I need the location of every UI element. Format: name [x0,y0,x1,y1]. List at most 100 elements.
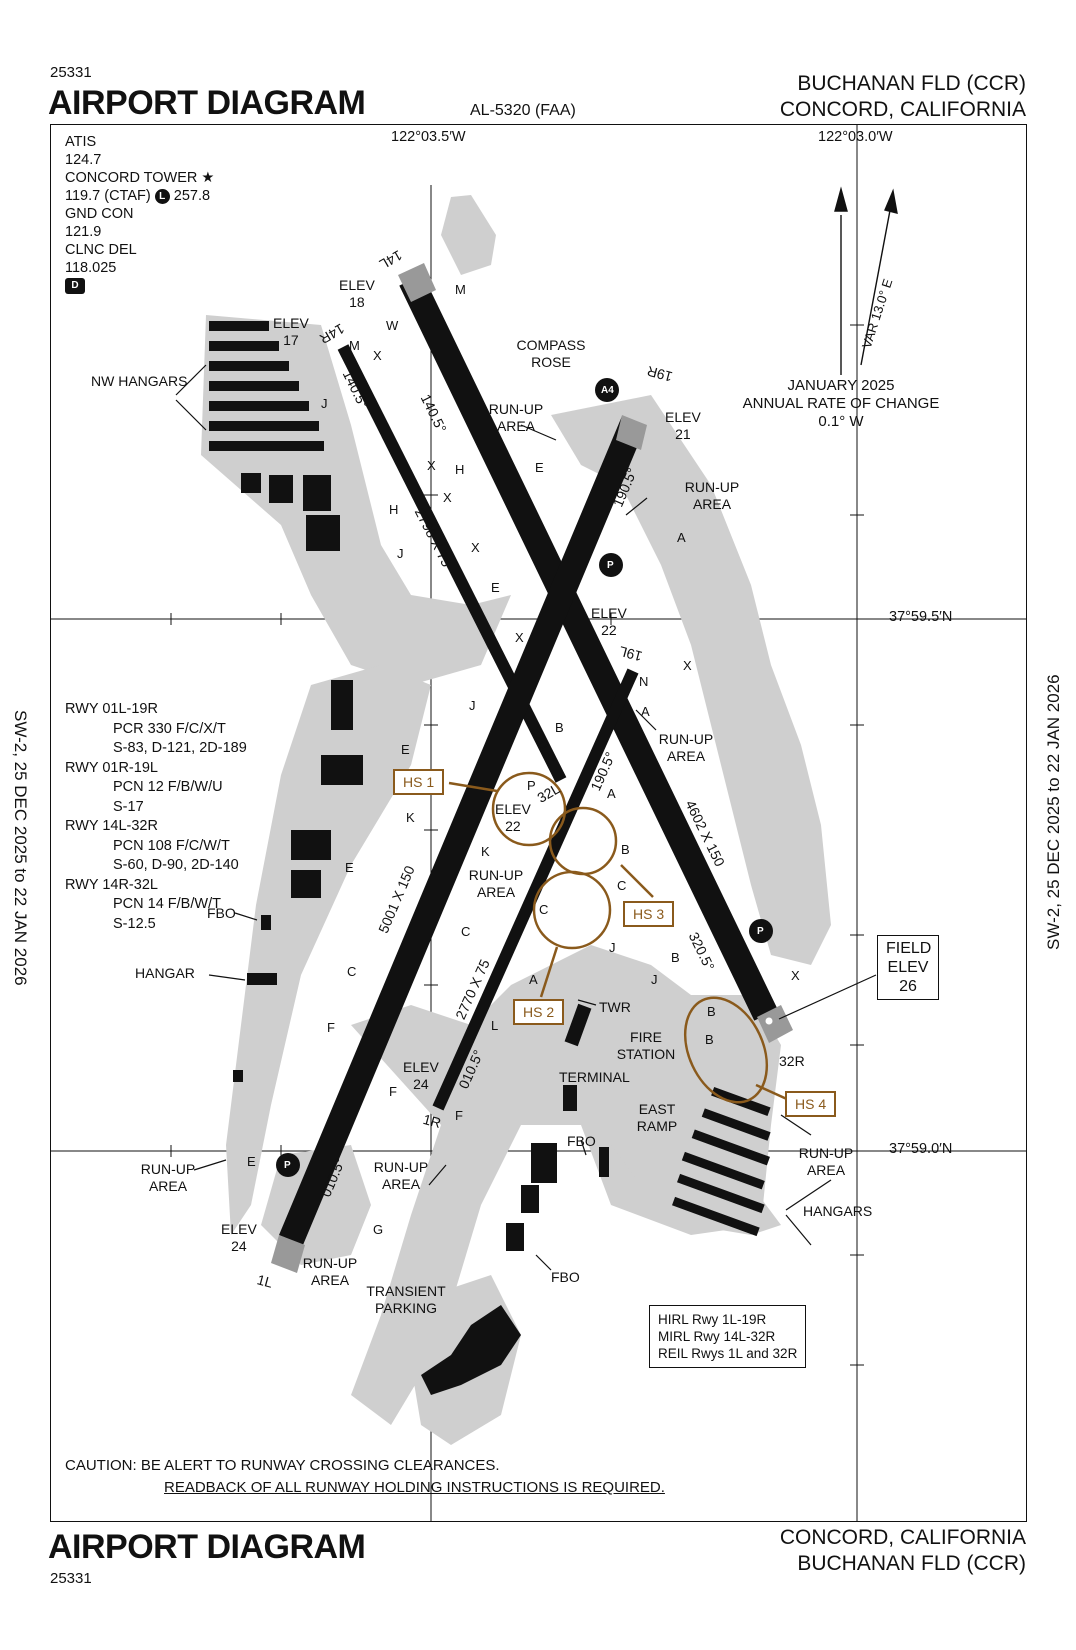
transient-parking-label: TRANSIENT PARKING [366,1283,446,1316]
threshold-14L [398,263,436,302]
a4-badge-label: A4 [601,385,614,396]
lighting-line-mirl: MIRL Rwy 14L-32R [658,1329,776,1344]
north-arrows [834,186,898,375]
hot-spot-4-label: HS 4 [785,1091,837,1117]
nw-block-4 [306,515,340,551]
fbo-west-leader [234,912,258,921]
nw-block-3 [303,475,331,511]
taxiway-E-4: E [345,860,354,875]
atis-frequency: 124.7 [65,152,102,168]
nw-hangar-3 [209,361,289,371]
hot-spot-circles [448,771,790,1104]
taxiway-C-3: C [461,924,471,939]
small-building [233,1070,243,1082]
runup-se-leader [780,1114,812,1136]
footer-title: AIRPORT DIAGRAM [48,1528,366,1566]
remark-rwy-01l-19r: RWY 01L-19R [65,701,158,717]
taxiway-H: H [455,462,465,477]
tower-label-map: TWR [599,999,631,1015]
caution-line-2: READBACK OF ALL RUNWAY HOLDING INSTRUCTI… [164,1479,665,1496]
threshold-19R [616,415,647,450]
nw-hangar-1 [209,321,269,331]
taxiway-K-2: K [481,844,490,859]
hot-spot-2-circle [532,870,612,950]
longitude-label-1: 122°03.5′W [391,129,466,145]
remark-line: S-17 [113,798,144,815]
remark-line: S-12.5 [113,915,156,932]
taxiway-J-3: J [469,698,476,713]
runup-s-leader [428,1164,447,1186]
field-elev-leader [778,974,877,1020]
tower-frequency: 119.7 (CTAF) [65,188,151,204]
a4-badge [595,378,619,402]
annual-rate-value: 0.1° W [818,413,864,430]
p-badge-label-east: P [757,926,764,937]
runup-area-se: RUN-UP AREA [798,1145,854,1178]
remark-rwy-14r-32l: RWY 14R-32L [65,876,158,893]
runup-area-sw: RUN-UP AREA [140,1161,196,1194]
nw-block-2 [269,475,293,503]
taxiway-F-2: F [389,1084,397,1099]
terminal-label: TERMINAL [559,1069,630,1085]
hs2-leader [539,946,559,998]
ground-label: GND CON [65,206,134,222]
ground-frequency: 121.9 [65,224,102,240]
magnetic-north-line [860,204,892,366]
runway-end-32R: 32R [779,1053,805,1069]
taxiway-A-2: A [641,704,650,719]
runup-area-north: RUN-UP AREA [488,401,544,434]
remark-line: PCR 330 F/C/X/T [113,720,226,737]
taxiway-J: J [321,396,328,411]
hot-spot-4-circle [683,996,769,1104]
lighting-badge-icon: L [154,188,170,204]
runways [271,263,793,1273]
taxiway-X-5: X [515,630,524,645]
latitude-label-1: 37°59.5′N [889,609,953,625]
taxiway-J-4: J [609,940,616,955]
west-building-4 [291,870,321,898]
taxiway-B-5: B [705,1032,714,1047]
runup-ne-leader [625,497,648,516]
magnetic-date: JANUARY 2025 [787,377,895,394]
taxiway-X-7: X [791,968,800,983]
taxiway-A-4: A [529,972,538,987]
airport-name: BUCHANAN FLD (CCR) [797,72,1026,95]
runway-strength-remarks: RWY 01L-19R PCR 330 F/C/X/T S-83, D-121,… [65,700,247,934]
transient-building [421,1305,521,1395]
remark-line: S-60, D-90, 2D-140 [113,857,239,873]
east-taxiway [551,395,831,965]
magnetic-date-block: JANUARY 2025 ANNUAL RATE OF CHANGE 0.1° … [741,377,941,431]
hs1-leader [448,781,498,793]
east-small-building [599,1147,609,1177]
remark-line: S-83, D-121, 2D-189 [113,740,247,756]
clearance-label: CLNC DEL [65,242,137,258]
runup-sw-leader [193,1159,227,1171]
runway-1L-19R [279,415,646,1246]
p-badge-east [749,919,773,943]
lighting-box: HIRL Rwy 1L-19R MIRL Rwy 14L-32R REIL Rw… [649,1305,807,1368]
lighting-line-hirl: HIRL Rwy 1L-19R [658,1312,767,1327]
chart-title: AIRPORT DIAGRAM [48,84,366,122]
hangar-leader [208,974,246,981]
remark-rwy-01r-19l: RWY 01R-19L [65,759,158,776]
nw-hangars-label: NW HANGARS [91,373,188,389]
hot-spot-3-label: HS 3 [623,901,675,927]
taxiway-B-3: B [671,950,680,965]
nw-hangar-2 [209,341,279,351]
tower-star-icon: ★ [201,170,215,186]
taxiway-C: C [617,878,627,893]
hot-spot-1-circle [491,771,567,847]
hangar-label: HANGAR [135,965,195,981]
taxiway-M-west: M [349,338,360,353]
fbo-west-label: FBO [207,905,236,921]
p-badge-north [599,553,623,577]
runup-east-leader [635,709,657,731]
taxiway-A-3: A [607,786,616,801]
taxiway-L: L [491,1018,499,1033]
taxiway-M: M [455,282,466,297]
west-building-1 [331,680,353,730]
p-badge-sw [276,1153,300,1177]
runup-north-leader [520,424,557,441]
